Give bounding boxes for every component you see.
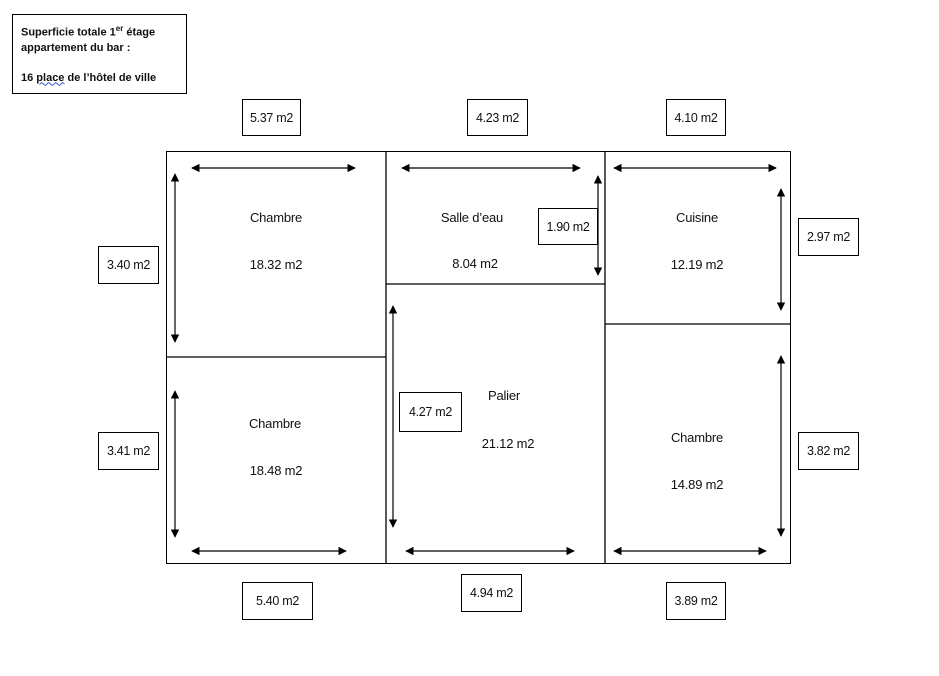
- room-name-cuisine: Cuisine: [676, 210, 718, 225]
- dimension-bottom-center: 4.94 m2: [461, 574, 522, 612]
- dimension-right-top: 2.97 m2: [798, 218, 859, 256]
- title-line-1: Superficie totale 1er étage: [21, 24, 156, 39]
- room-name-salle-deau: Salle d’eau: [440, 210, 504, 225]
- room-name-chambre-top-left: Chambre: [249, 210, 303, 225]
- address-info-box: Superficie totale 1er étage appartement …: [12, 14, 187, 94]
- dimension-bottom-right: 3.89 m2: [666, 582, 726, 620]
- dimension-top-left: 5.37 m2: [242, 99, 301, 136]
- dimension-top-right: 4.10 m2: [666, 99, 726, 136]
- room-area-palier: 21.12 m2: [481, 436, 535, 451]
- room-area-chambre-bottom-left: 18.48 m2: [249, 463, 303, 478]
- dimension-salle-inner: 1.90 m2: [538, 208, 598, 245]
- title-superscript: er: [115, 24, 124, 33]
- title-line-2: appartement du bar :: [21, 41, 131, 54]
- address-line: 16 place de l’hôtel de ville: [21, 71, 157, 84]
- room-name-palier: Palier: [487, 388, 521, 403]
- room-name-chambre-bottom-right: Chambre: [670, 430, 724, 445]
- room-name-chambre-bottom-left: Chambre: [248, 416, 302, 431]
- dimension-palier-inner: 4.27 m2: [399, 392, 462, 432]
- room-area-salle-deau: 8.04 m2: [452, 256, 498, 271]
- room-area-chambre-top-left: 18.32 m2: [249, 257, 303, 272]
- room-area-cuisine: 12.19 m2: [670, 257, 724, 272]
- dimension-left-top: 3.40 m2: [98, 246, 159, 284]
- dimension-left-bottom: 3.41 m2: [98, 432, 159, 470]
- dimension-right-bottom: 3.82 m2: [798, 432, 859, 470]
- dimension-top-center: 4.23 m2: [467, 99, 528, 136]
- room-area-chambre-bottom-right: 14.89 m2: [670, 477, 724, 492]
- dimension-bottom-left: 5.40 m2: [242, 582, 313, 620]
